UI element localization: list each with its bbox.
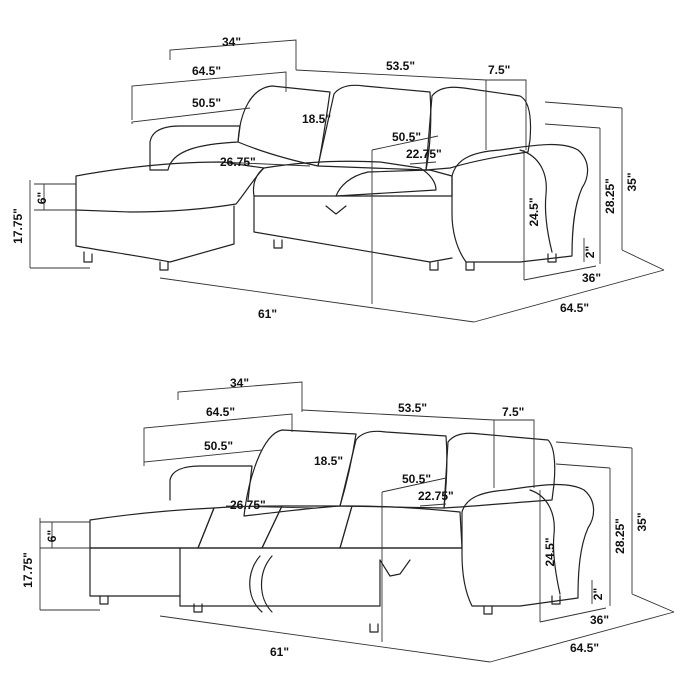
label-seat-height: 17.75" [21,552,35,588]
label-length-side: 64.5" [560,301,589,315]
label-back-height: 18.5" [314,454,343,468]
label-arm-width: 7.5" [488,63,510,77]
sofa-outline [75,84,589,271]
label-chaise-seat: 26.75" [220,155,256,169]
bed-outline [89,429,595,633]
label-length-front: 61" [270,645,289,659]
label-seat-depth-a: 50.5" [402,472,431,486]
bed-dimension-labels: 34" 64.5" 53.5" 7.5" 50.5" 18.5" 50.5" 2… [21,376,649,659]
label-chaise-seat: 26.75" [230,498,266,512]
sofa-view: 34" 64.5" 53.5" 7.5" 50.5" 18.5" 50.5" 2… [11,35,665,323]
label-back-total: 34" [222,35,241,49]
label-arm-width: 7.5" [502,405,524,419]
label-inner-height: 24.5" [527,197,541,226]
label-seat-depth-b: 22.75" [418,489,454,503]
label-seat-depth-b: 22.75" [406,147,442,161]
label-arm-height: 28.25" [603,178,617,214]
dimension-labels: 34" 64.5" 53.5" 7.5" 50.5" 18.5" 50.5" 2… [11,35,639,321]
label-seat-height: 17.75" [11,208,25,244]
label-chaise-inner: 50.5" [204,439,233,453]
label-total-height: 35" [635,512,649,531]
label-back-height: 18.5" [302,112,331,126]
label-total-height: 35" [625,172,639,191]
label-chaise-inner: 50.5" [192,96,221,110]
label-length-front: 61" [258,307,277,321]
label-left-depth: 64.5" [192,64,221,78]
label-seat-depth-a: 50.5" [392,130,421,144]
bed-view: 34" 64.5" 53.5" 7.5" 50.5" 18.5" 50.5" 2… [21,376,675,663]
label-cushion: 6" [45,530,59,542]
label-left-depth: 64.5" [206,405,235,419]
label-seat-width: 53.5" [398,401,427,415]
label-depth: 36" [582,271,601,285]
dimension-lines [29,39,665,323]
label-inner-height: 24.5" [543,537,557,566]
label-length-side: 64.5" [570,641,599,655]
label-seat-width: 53.5" [386,59,415,73]
label-leg: 2" [583,246,597,258]
label-leg: 2" [591,588,605,600]
label-arm-height: 28.25" [613,518,627,554]
label-cushion: 6" [35,192,49,204]
bed-dimension-lines [39,381,675,663]
label-back-total: 34" [230,376,249,390]
label-depth: 36" [590,613,609,627]
